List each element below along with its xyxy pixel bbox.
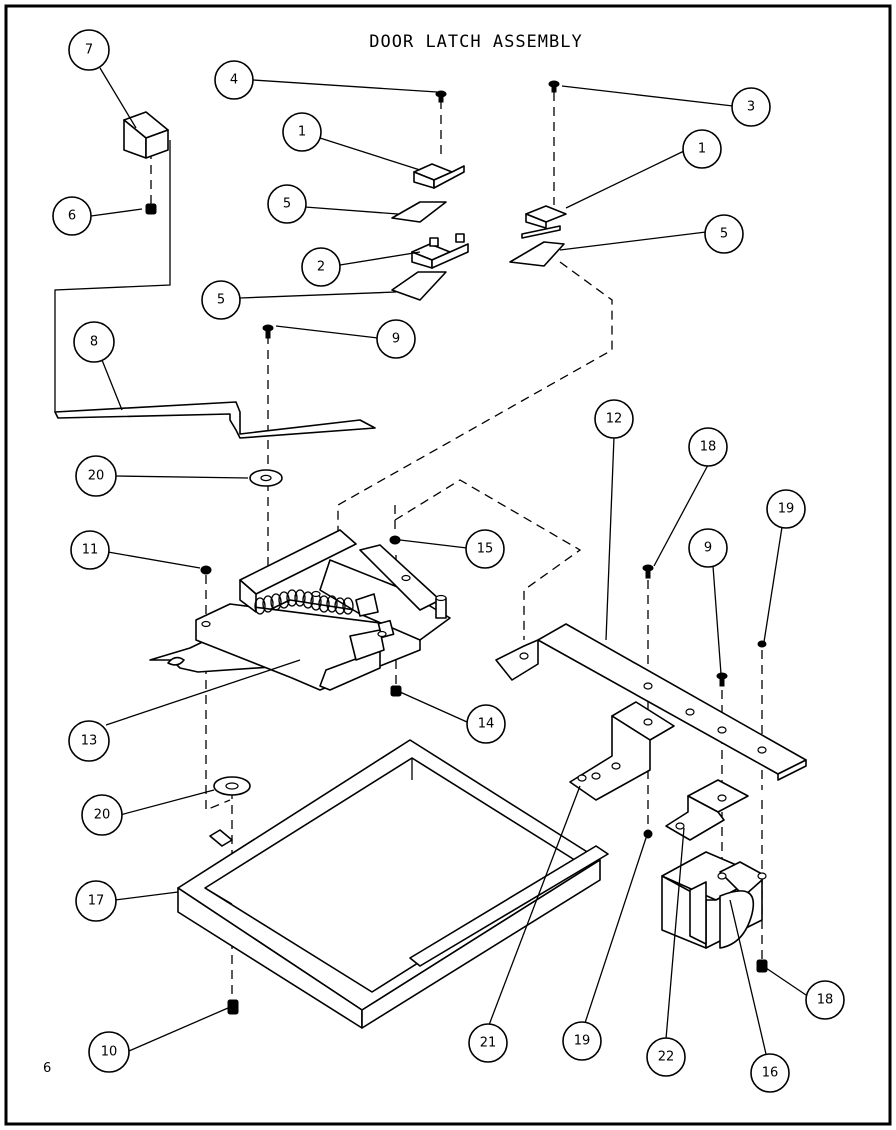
diagram-title: DOOR LATCH ASSEMBLY (369, 32, 582, 52)
callout-5-upper: 5 (267, 184, 307, 224)
svg-text:18: 18 (817, 993, 834, 1008)
callout-21: 21 (468, 1023, 508, 1063)
page-frame (4, 4, 892, 1126)
callout-1-left: 1 (282, 112, 322, 152)
callout-5-right: 5 (704, 214, 744, 254)
svg-text:5: 5 (217, 293, 225, 308)
callout-15: 15 (465, 529, 505, 569)
svg-text:20: 20 (94, 808, 111, 823)
callout-2: 2 (301, 247, 341, 287)
callout-6: 6 (52, 196, 92, 236)
callout-5-lower: 5 (201, 280, 241, 320)
screw-18-upper (642, 564, 654, 579)
svg-text:8: 8 (90, 335, 98, 350)
insulator-sheet-lower (391, 271, 447, 301)
svg-text:21: 21 (480, 1036, 497, 1051)
callout-13: 13 (68, 720, 110, 762)
callouts: 7 4 3 1 1 6 5 5 2 5 9 8 12 18 19 9 20 11… (52, 29, 845, 1093)
svg-text:13: 13 (81, 734, 98, 749)
callout-16: 16 (750, 1053, 790, 1093)
svg-text:9: 9 (704, 541, 712, 556)
svg-text:11: 11 (82, 543, 99, 558)
svg-text:5: 5 (720, 227, 728, 242)
callout-11: 11 (70, 530, 110, 570)
svg-text:2: 2 (317, 260, 325, 275)
svg-text:6: 6 (68, 209, 76, 224)
screw-15 (389, 535, 401, 545)
callout-3: 3 (731, 87, 771, 127)
screw-11 (200, 565, 212, 575)
svg-text:7: 7 (85, 43, 93, 58)
nut-14 (390, 685, 402, 697)
svg-text:15: 15 (477, 542, 494, 557)
callout-20-lower: 20 (81, 794, 123, 836)
latch-mechanism (149, 529, 451, 691)
callout-19-lower: 19 (562, 1021, 602, 1061)
svg-text:1: 1 (298, 125, 306, 140)
nut-6 (145, 203, 157, 215)
svg-text:16: 16 (762, 1066, 779, 1081)
leader-lines (90, 67, 807, 1055)
callout-20-upper: 20 (75, 455, 117, 497)
washer-upper (249, 469, 283, 487)
small-bracket-22 (665, 779, 749, 841)
screw-9-upper (262, 324, 274, 339)
angle-bracket-21 (569, 701, 675, 801)
nut-19-lower (643, 829, 653, 839)
svg-text:1: 1 (698, 142, 706, 157)
svg-text:19: 19 (778, 502, 795, 517)
callout-4: 4 (214, 60, 254, 100)
insulator-sheet-right (509, 241, 565, 267)
svg-text:22: 22 (658, 1050, 675, 1065)
switch-block (123, 111, 169, 159)
screw-3 (548, 80, 560, 93)
callout-18-lower: 18 (805, 980, 845, 1020)
connector-line (54, 140, 171, 412)
solenoid (661, 851, 767, 949)
svg-text:10: 10 (101, 1045, 118, 1060)
svg-text:5: 5 (283, 197, 291, 212)
callout-1-right: 1 (682, 129, 722, 169)
svg-text:9: 9 (392, 332, 400, 347)
callout-22: 22 (646, 1037, 686, 1077)
svg-text:20: 20 (88, 469, 105, 484)
callout-8: 8 (73, 321, 115, 363)
callout-9-right: 9 (688, 528, 728, 568)
fasteners (145, 80, 768, 1015)
svg-text:3: 3 (747, 100, 755, 115)
callout-7: 7 (68, 29, 110, 71)
callout-19-upper: 19 (766, 489, 806, 529)
svg-text:18: 18 (700, 440, 717, 455)
micro-switch-lower (411, 233, 469, 269)
screw-18-lower (756, 959, 768, 973)
screw-4 (435, 90, 447, 103)
svg-text:17: 17 (88, 894, 105, 909)
screw-9-right (716, 672, 728, 687)
switch-bracket (54, 401, 376, 439)
screw-10 (227, 999, 239, 1015)
micro-switch-upper (413, 163, 465, 189)
page-number: 6 (43, 1061, 51, 1076)
callout-17: 17 (75, 880, 117, 922)
insulator-sheet (391, 201, 447, 223)
washer-lower (213, 776, 251, 796)
screw-19-upper (757, 640, 767, 648)
svg-text:14: 14 (478, 717, 495, 732)
callout-9-upper: 9 (376, 319, 416, 359)
callout-18-upper: 18 (688, 427, 728, 467)
callout-10: 10 (88, 1031, 130, 1073)
svg-text:12: 12 (606, 412, 623, 427)
tray (177, 739, 609, 1029)
callout-14: 14 (466, 704, 506, 744)
callout-12: 12 (594, 399, 634, 439)
svg-text:4: 4 (230, 73, 238, 88)
mounting-bar (495, 623, 807, 781)
svg-text:19: 19 (574, 1034, 591, 1049)
micro-switch-right (521, 205, 567, 239)
